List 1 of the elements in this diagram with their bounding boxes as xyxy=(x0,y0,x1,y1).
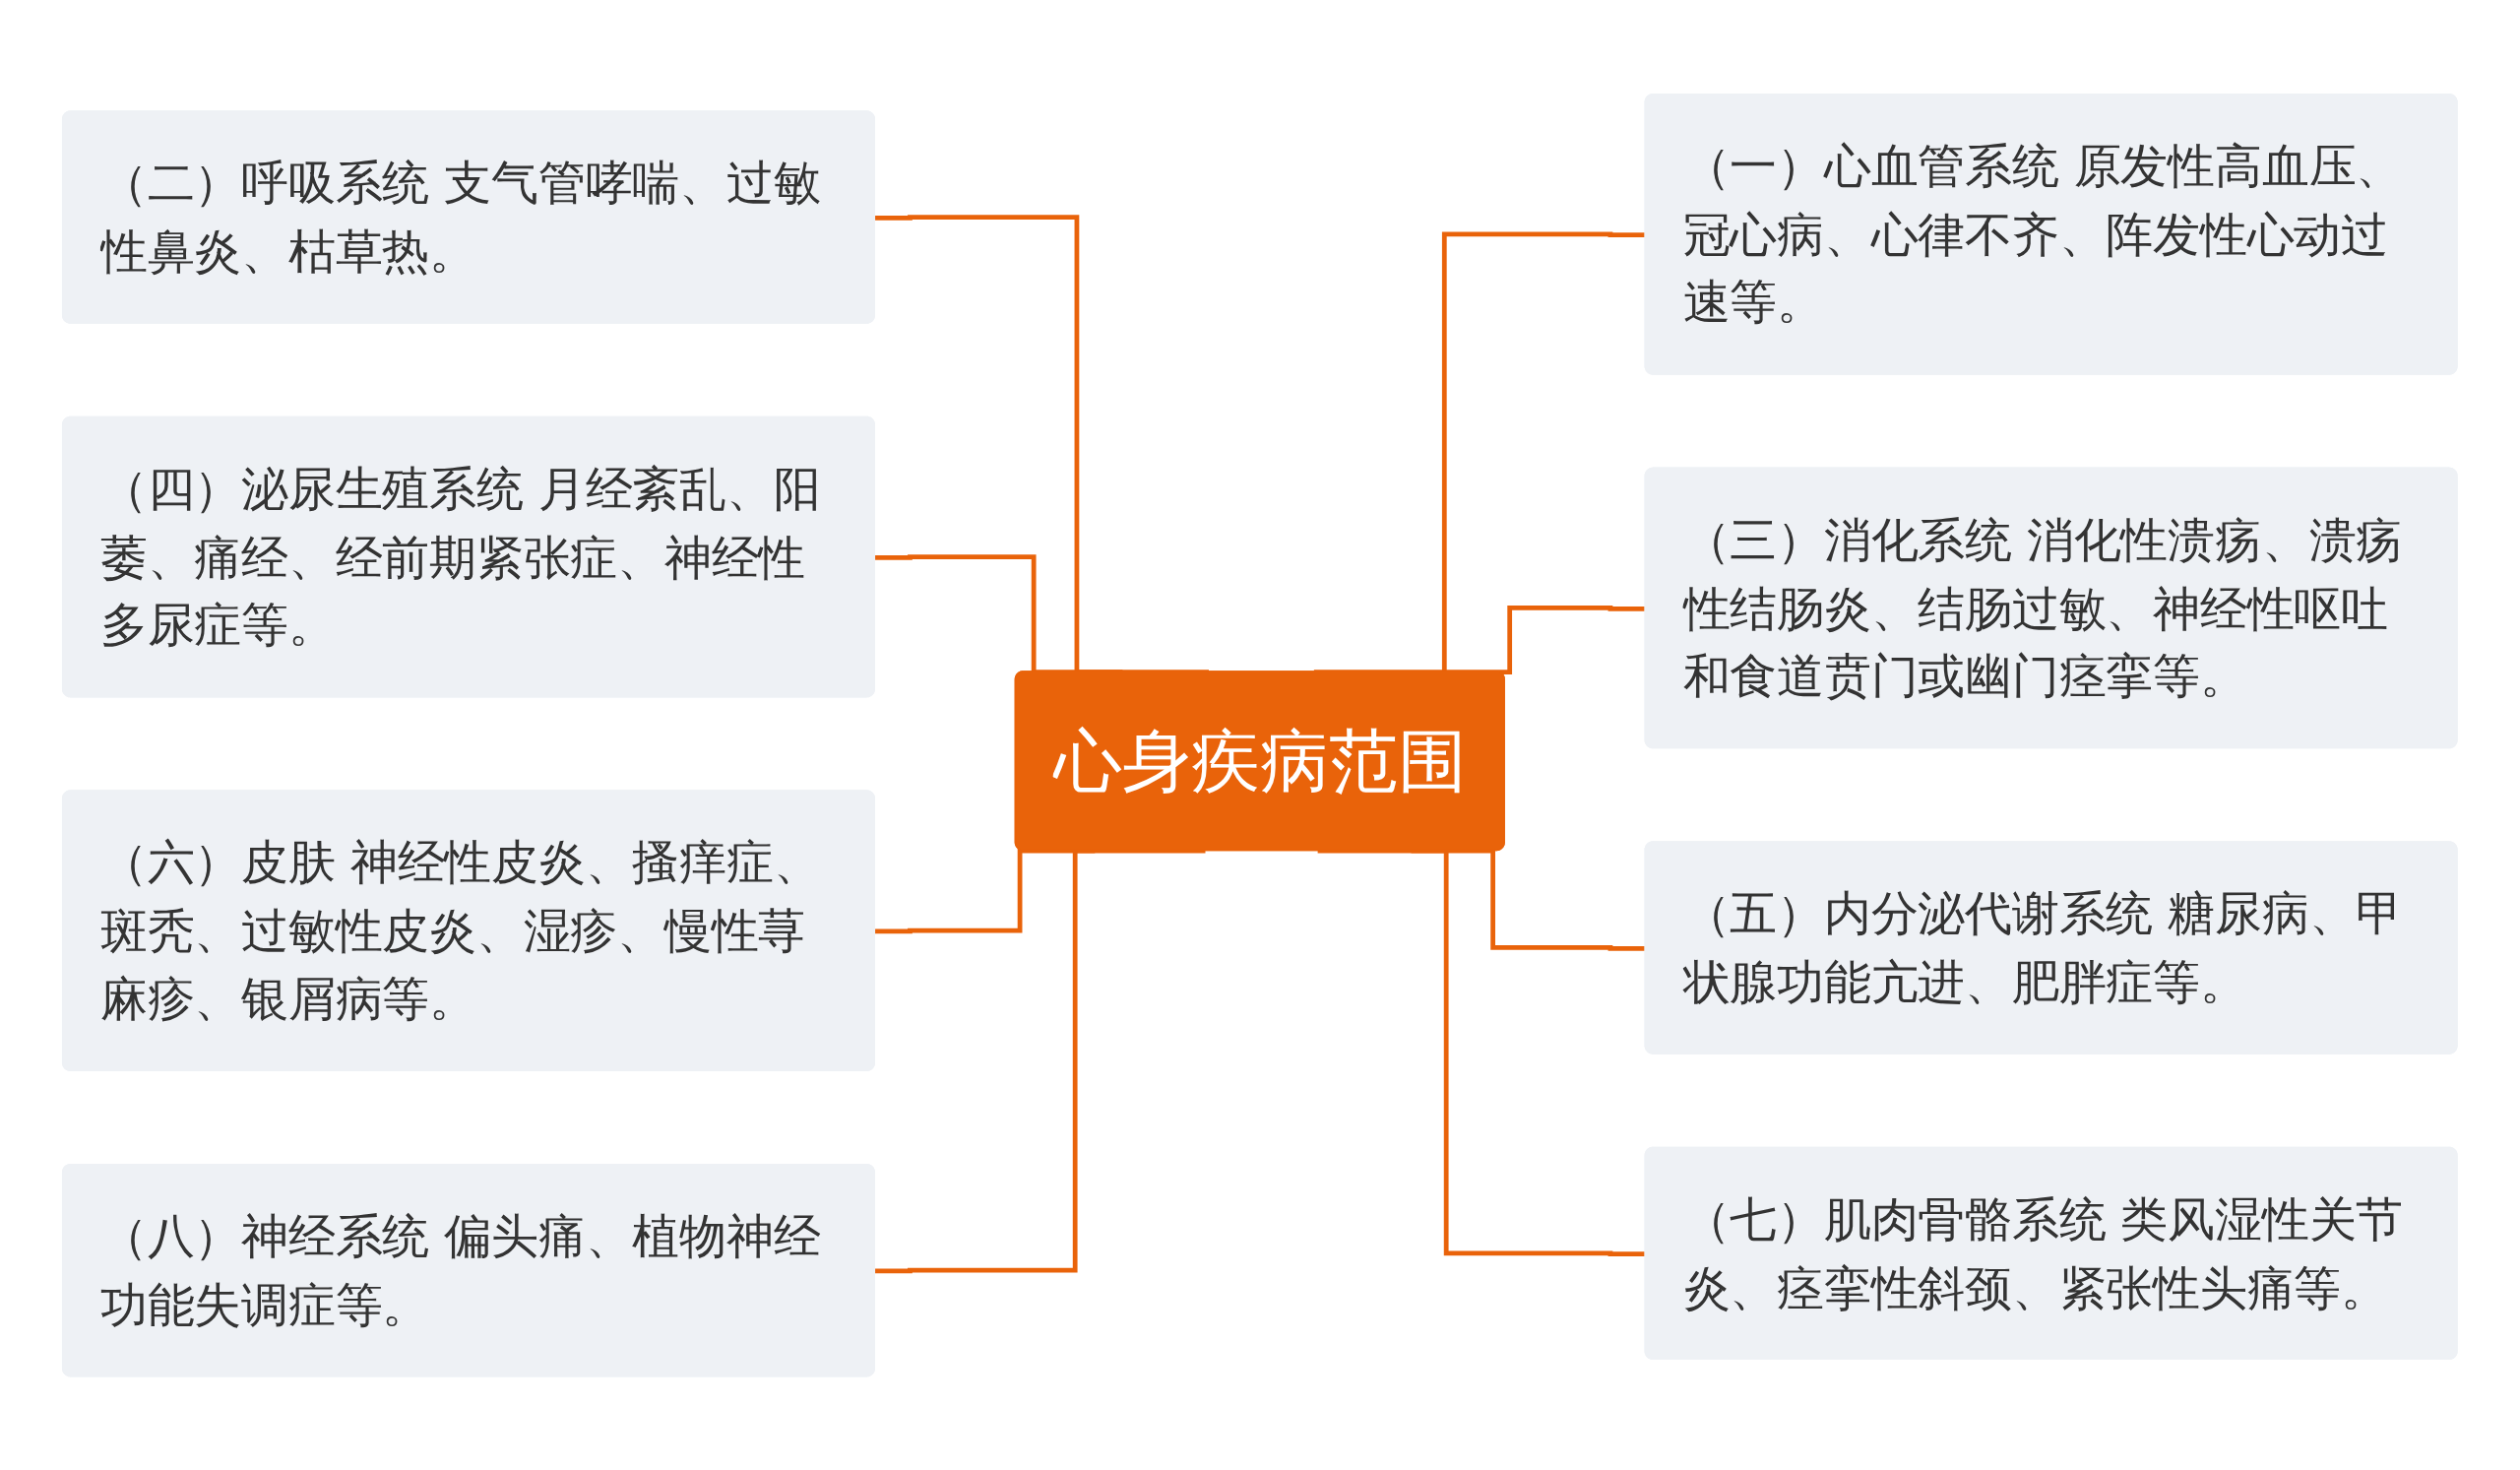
connector xyxy=(875,848,1206,1274)
